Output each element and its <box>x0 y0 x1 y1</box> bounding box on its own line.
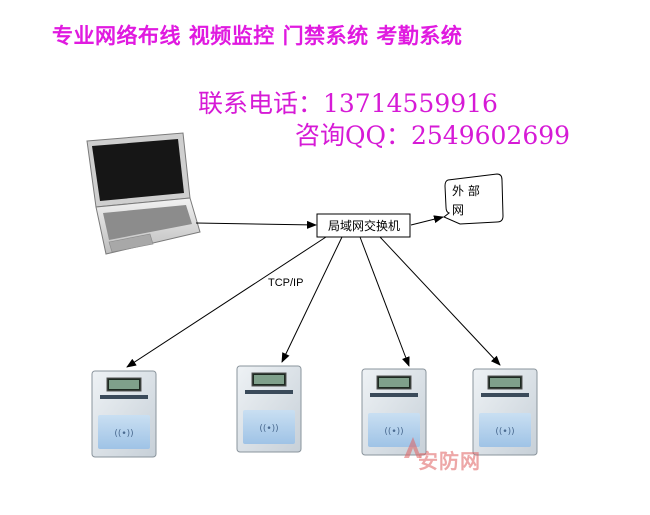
contact-qq: 咨询QQ：2549602699 <box>295 121 571 150</box>
protocol-label: TCP/IP <box>268 277 304 289</box>
link-switch-terminal-2 <box>281 236 343 363</box>
contact-phone: 联系电话：13714559916 <box>198 89 498 118</box>
external-network-label: 外 部 网 <box>452 182 494 220</box>
link-switch-terminal-3 <box>359 236 410 367</box>
external-network-bubble <box>443 173 504 225</box>
link-switch-terminal-1 <box>126 236 327 368</box>
attendance-terminal: ((•)) <box>91 370 157 458</box>
svg-text:((•)): ((•)) <box>384 427 403 437</box>
watermark-logo-icon <box>404 437 421 458</box>
switch-label: 局域网交换机 <box>327 219 400 233</box>
watermark: 安防网 <box>418 451 481 473</box>
services-headline: 专业网络布线 视频监控 门禁系统 考勤系统 <box>52 24 463 48</box>
switch-box <box>316 213 411 238</box>
svg-text:((•)): ((•)) <box>259 424 278 434</box>
link-laptop-switch <box>195 220 317 229</box>
svg-text:((•)): ((•)) <box>114 429 133 439</box>
attendance-terminal: ((•)) <box>361 368 427 456</box>
link-switch-terminal-4 <box>379 236 501 366</box>
connection-lines <box>126 215 501 368</box>
external-network-label-line-1: 外 部 <box>452 184 480 198</box>
laptop-icon <box>86 132 201 255</box>
link-switch-external <box>410 215 444 226</box>
attendance-terminal: ((•)) <box>236 365 302 453</box>
svg-text:((•)): ((•)) <box>495 427 514 437</box>
external-network-label-line-2: 网 <box>452 203 465 217</box>
attendance-terminal: ((•)) <box>472 368 538 456</box>
